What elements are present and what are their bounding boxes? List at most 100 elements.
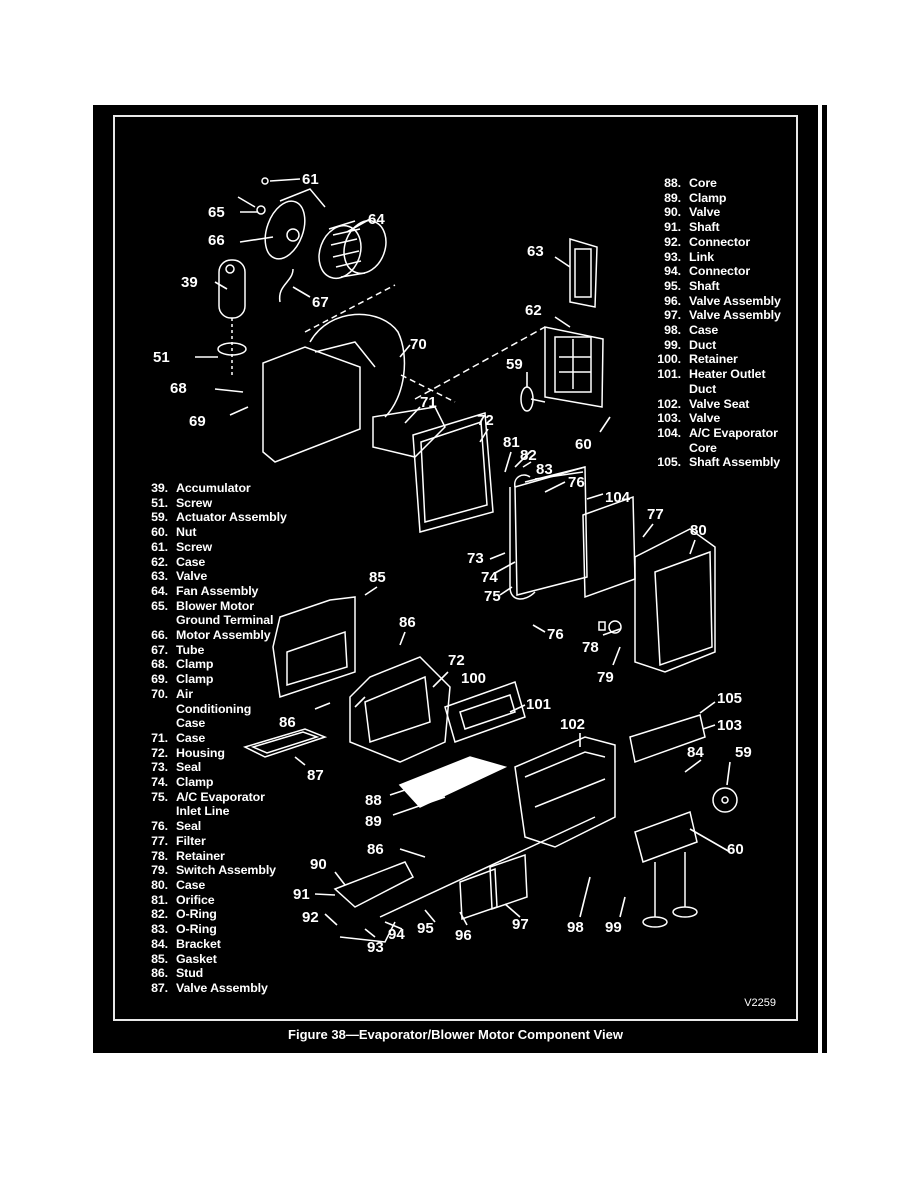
legend-item: 83.O-Ring [140,922,287,937]
callout-72: 72 [477,412,494,429]
callout-64: 64 [368,211,385,228]
legend-item-label: Link [689,249,715,264]
legend-item-number: 80. [151,877,168,892]
screw-61-part [261,177,269,185]
legend-item-label: Clamp [176,657,214,672]
legend-item-number: 71. [151,730,168,745]
callout-67: 67 [312,294,329,311]
legend-item-label: Actuator Assembly [176,510,287,525]
callout-72b: 72 [448,652,465,669]
legend-item-number: 89. [664,190,681,205]
valve-90-part [333,861,415,908]
legend-item-number: 59. [151,510,168,525]
legend-item-number: 66. [151,628,168,643]
callout-68: 68 [170,380,187,397]
legend-item-label: Retainer [176,848,225,863]
legend-item: 97.Valve Assembly [647,308,781,323]
legend-item: 61.Screw [140,540,287,555]
page-edge-strip [822,105,827,1053]
switch-79-part [598,620,622,634]
callout-51: 51 [153,349,170,366]
legend-item-number: 83. [151,922,168,937]
callout-86c: 86 [367,841,384,858]
callout-62: 62 [525,302,542,319]
legend-item: 88.Core [647,176,781,191]
leader-lines [195,178,731,938]
legend-item: 105.Shaft Assembly [647,455,781,470]
legend-item-number: 65. [151,598,168,613]
legend-item-number: 84. [151,936,168,951]
legend-item-number: 100. [657,352,681,367]
callout-77: 77 [647,506,664,523]
legend-item-label: Fan Assembly [176,583,259,598]
legend-item: 87.Valve Assembly [140,981,287,996]
legend-item-label: A/C Evaporator Core [689,425,778,455]
legend-item: 69.Clamp [140,672,287,687]
legend-item-number: 72. [151,745,168,760]
callout-86b: 86 [279,714,296,731]
legend-item-label: Switch Assembly [176,863,276,878]
legend-item: 68.Clamp [140,657,287,672]
legend-item: 99.Duct [647,338,781,353]
callout-88: 88 [365,792,382,809]
legend-item-label: Blower Motor Ground Terminal [176,598,274,628]
legend-item-label: Orifice [176,892,215,907]
legend-item: 64.Fan Assembly [140,584,287,599]
callout-81: 81 [503,434,520,451]
legend-item: 65. Blower Motor Ground Terminal [140,599,287,628]
valve-assembly-87-part [242,728,328,758]
legend-item-label: Screw [176,539,213,554]
legend-item: 62.Case [140,555,287,570]
callout-76b: 76 [547,626,564,643]
callout-59b: 59 [735,744,752,761]
legend-item-label: Case [176,554,206,569]
legend-item-label: Clamp [176,775,214,790]
legend-item: 51.Screw [140,496,287,511]
core-88-part [398,756,508,808]
legend-item: 70. Air Conditioning Case [140,687,287,731]
callout-102: 102 [560,716,585,733]
legend-item-label: Air Conditioning Case [176,686,252,731]
legend-item-number: 91. [664,220,681,235]
legend-item-number: 70. [151,686,168,701]
legend-item-number: 78. [151,848,168,863]
callout-103: 103 [717,717,742,734]
exploded-view-diagram: 61 65 66 64 39 67 51 68 69 70 71 63 62 5… [153,171,752,956]
legend-item: 77.Filter [140,834,287,849]
callout-90: 90 [310,856,327,873]
legend-item-label: Tube [176,642,205,657]
shaft-95-part [379,816,596,918]
link-93-part [339,921,396,943]
legend-item-number: 85. [151,951,168,966]
legend-item: 60.Nut [140,525,287,540]
callout-92: 92 [302,909,319,926]
case-80-part [634,528,716,673]
legend-item: 90.Valve [647,205,781,220]
legend-item-label: Case [689,323,719,338]
callout-96: 96 [455,927,472,944]
legend-item-label: Valve Seat [689,396,750,411]
legend-item-label: Nut [176,525,197,540]
callout-101: 101 [526,696,551,713]
legend-item-number: 76. [151,819,168,834]
callout-71: 71 [420,394,437,411]
legend-item: 103.Valve [647,411,781,426]
legend-item-number: 73. [151,760,168,775]
legend-item-label: Valve Assembly [689,293,781,308]
gasket-85-part [272,596,356,698]
accumulator-39-part [217,259,247,375]
legend-item: 39.Accumulator [140,481,287,496]
callout-86: 86 [399,614,416,631]
legend-item: 82.O-Ring [140,907,287,922]
legend-item-label: Valve Assembly [176,980,268,995]
case-62-part [414,326,604,408]
callout-75: 75 [484,588,501,605]
legend-item-number: 88. [664,176,681,190]
legend-item-number: 95. [664,278,681,293]
evaporator-core-104-part [509,466,588,600]
legend-item-number: 102. [657,396,681,411]
legend-item-label: Gasket [176,951,217,966]
tube-67-part [278,268,294,303]
